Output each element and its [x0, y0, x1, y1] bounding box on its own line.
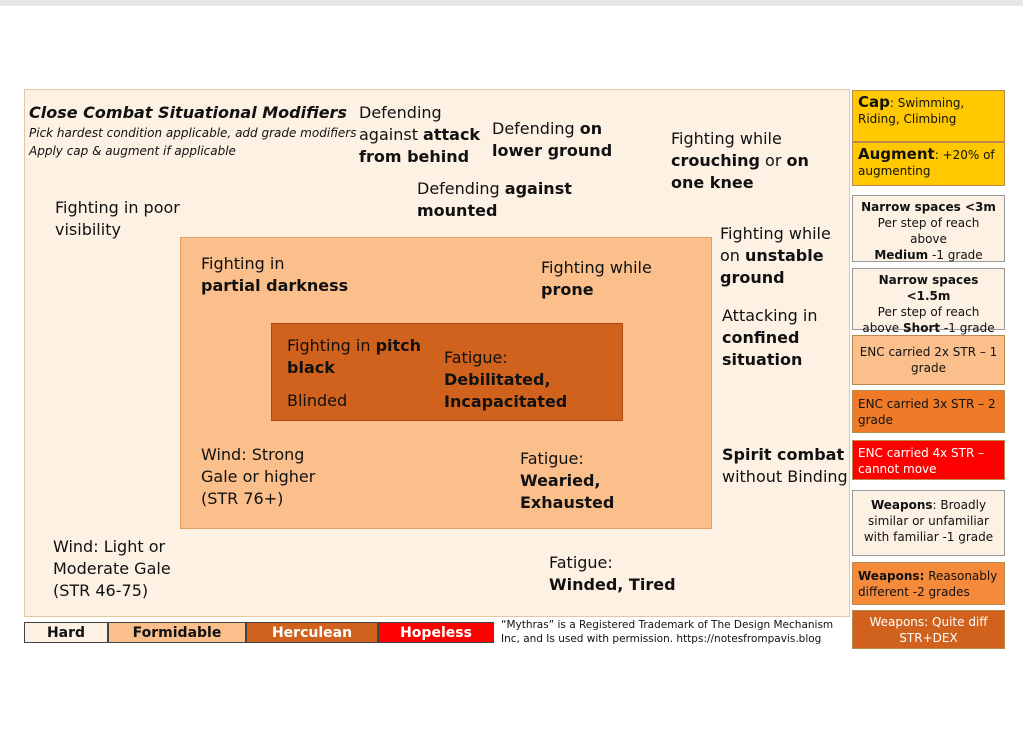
enc-4x: ENC carried 4x STR – cannot move: [852, 440, 1005, 480]
enc-3x: ENC carried 3x STR – 2 grade: [852, 390, 1005, 433]
legend-hopeless: Hopeless: [378, 622, 494, 643]
fighting-pitch-black: Fighting in pitch black: [287, 336, 422, 377]
trademark-footnote: “Mythras” is a Registered Trademark of T…: [501, 619, 834, 645]
spirit-combat: Spirit combat without Binding: [722, 445, 848, 486]
fighting-crouching: Fighting while crouching or on one knee: [671, 129, 809, 192]
instructions-line-2: Apply cap & augment if applicable: [29, 144, 236, 158]
instructions-line-1: Pick hardest condition applicable, add g…: [29, 126, 357, 140]
fighting-poor-visibility: Fighting in poor visibility: [55, 198, 180, 239]
weapons-similar: Weapons: Broadly similar or unfamiliar w…: [852, 490, 1005, 556]
cap-box: Cap: Swimming, Riding, Climbing: [852, 90, 1005, 142]
defending-against-mounted: Defending against mounted: [417, 179, 572, 220]
wind-strong-gale: Wind: Strong Gale or higher (STR 76+): [201, 445, 316, 508]
herculean-zone: [271, 323, 623, 421]
fighting-partial-darkness: Fighting in partial darkness: [201, 254, 349, 295]
legend-formidable: Formidable: [108, 622, 246, 643]
top-bar: [0, 0, 1023, 6]
fighting-prone: Fighting while prone: [541, 258, 652, 299]
wind-light-moderate: Wind: Light or Moderate Gale (STR 46-75): [53, 537, 171, 600]
defending-from-behind: Defending against attack from behind: [359, 103, 481, 166]
blinded: Blinded: [287, 391, 348, 410]
fighting-unstable-ground: Fighting while on unstable ground: [720, 224, 831, 287]
weapons-quite-different: Weapons: Quite diff STR+DEX: [852, 610, 1005, 649]
narrow-spaces-3m: Narrow spaces <3m Per step of reach abov…: [852, 195, 1005, 262]
chart-title: Close Combat Situational Modifiers: [29, 103, 347, 122]
enc-2x: ENC carried 2x STR – 1 grade: [852, 335, 1005, 385]
fatigue-debilitated: Fatigue: Debilitated, Incapacitated: [444, 348, 568, 411]
narrow-spaces-1-5m: Narrow spaces <1.5m Per step of reach ab…: [852, 268, 1005, 335]
attacking-confined: Attacking in confined situation: [722, 306, 818, 369]
fatigue-wearied-exhausted: Fatigue: Wearied, Exhausted: [520, 449, 615, 512]
defending-lower-ground: Defending on lower ground: [492, 119, 613, 160]
augment-box: Augment: +20% of augmenting: [852, 142, 1005, 186]
legend-hard: Hard: [24, 622, 108, 643]
legend-herculean: Herculean: [246, 622, 378, 643]
fatigue-winded-tired: Fatigue: Winded, Tired: [549, 553, 676, 594]
weapons-different: Weapons: Reasonably different -2 grades: [852, 562, 1005, 605]
